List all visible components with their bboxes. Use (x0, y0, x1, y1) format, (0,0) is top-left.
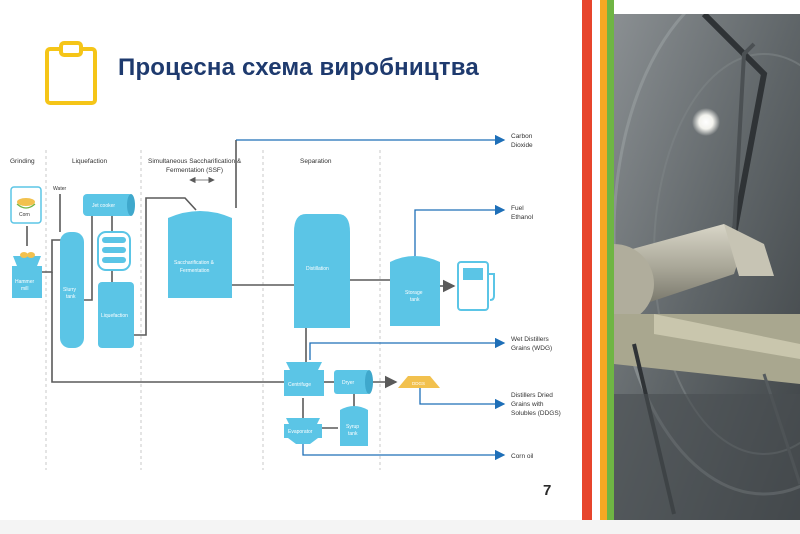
output-wdg-1: Wet Distillers (511, 336, 550, 343)
stage-grinding: Grinding (10, 158, 35, 165)
corn-icon (10, 186, 42, 224)
ssf-tank (168, 211, 232, 298)
output-fuel-1: Fuel (511, 205, 524, 212)
evaporator (284, 418, 322, 444)
storage-label-2: tank (410, 297, 420, 303)
storage-label-1: Storage (405, 290, 423, 296)
dryer (334, 370, 373, 394)
process-pipes (26, 140, 456, 429)
dryer-label: Dryer (342, 380, 355, 386)
bottom-bar (0, 520, 800, 534)
output-wdg-2: Grains (WDG) (511, 345, 552, 352)
output-co2-2: Dioxide (511, 142, 533, 149)
ssf-label-1: Saccharification & (174, 260, 215, 266)
page-number: 7 (543, 482, 552, 499)
page-title: Процесна схема виробництва (118, 54, 479, 81)
slurry-label-2: tank (66, 294, 76, 300)
syrup-tank (340, 406, 368, 446)
output-fuel-2: Ethanol (511, 214, 534, 221)
slurry-label-1: Slurry (63, 287, 77, 293)
output-corn-oil: Corn oil (511, 453, 534, 460)
liquefaction-label: Liquefaction (101, 313, 128, 319)
hammer-mill-label-1: Hammer (15, 279, 35, 285)
slide: Процесна схема виробництва Grinding Liqu… (10, 41, 561, 499)
corn-label: Corn (19, 212, 30, 218)
stage-ssf-line2: Fermentation (SSF) (166, 167, 223, 174)
syrup-label-1: Syrup (346, 424, 359, 430)
heat-exchanger (97, 231, 131, 271)
distillation-column (294, 214, 350, 328)
output-arrows (236, 134, 506, 461)
centrifuge-label: Centrifuge (288, 382, 311, 388)
hammer-mill-label-2: mill (21, 286, 29, 292)
output-ddgs-3: Solubles (DDGS) (511, 410, 561, 417)
ddgs-pile-label: DDGS (412, 381, 425, 386)
ddgs-pile (398, 376, 440, 388)
ssf-label-2: Fermentation (180, 268, 210, 274)
stage-liquefaction: Liquefaction (72, 158, 107, 165)
fuel-pump-icon (457, 261, 495, 311)
slurry-tank (60, 232, 84, 348)
syrup-label-2: tank (348, 431, 358, 437)
output-ddgs-1: Distillers Dried (511, 392, 553, 399)
output-ddgs-2: Grains with (511, 401, 544, 408)
distillation-label: Distillation (306, 266, 329, 272)
clipboard-icon (45, 41, 97, 105)
stage-dividers (45, 150, 381, 470)
jet-cooker-label: Jet cooker (92, 203, 115, 209)
evaporator-label: Evaporator (288, 429, 313, 435)
stage-separation: Separation (300, 158, 332, 165)
jet-cooker (83, 194, 135, 216)
output-co2-1: Carbon (511, 133, 533, 140)
hammer-mill (12, 252, 42, 298)
decorative-stripes (582, 0, 614, 534)
water-label: Water (53, 186, 66, 192)
factory-photo (614, 14, 800, 520)
stage-ssf-line1: Simultaneous Saccharification & (148, 158, 242, 165)
liquefaction-tank (98, 282, 134, 348)
storage-tank (390, 256, 440, 326)
process-diagram: Grinding Liquefaction Simultaneous Sacch… (10, 133, 561, 470)
centrifuge (284, 362, 324, 396)
